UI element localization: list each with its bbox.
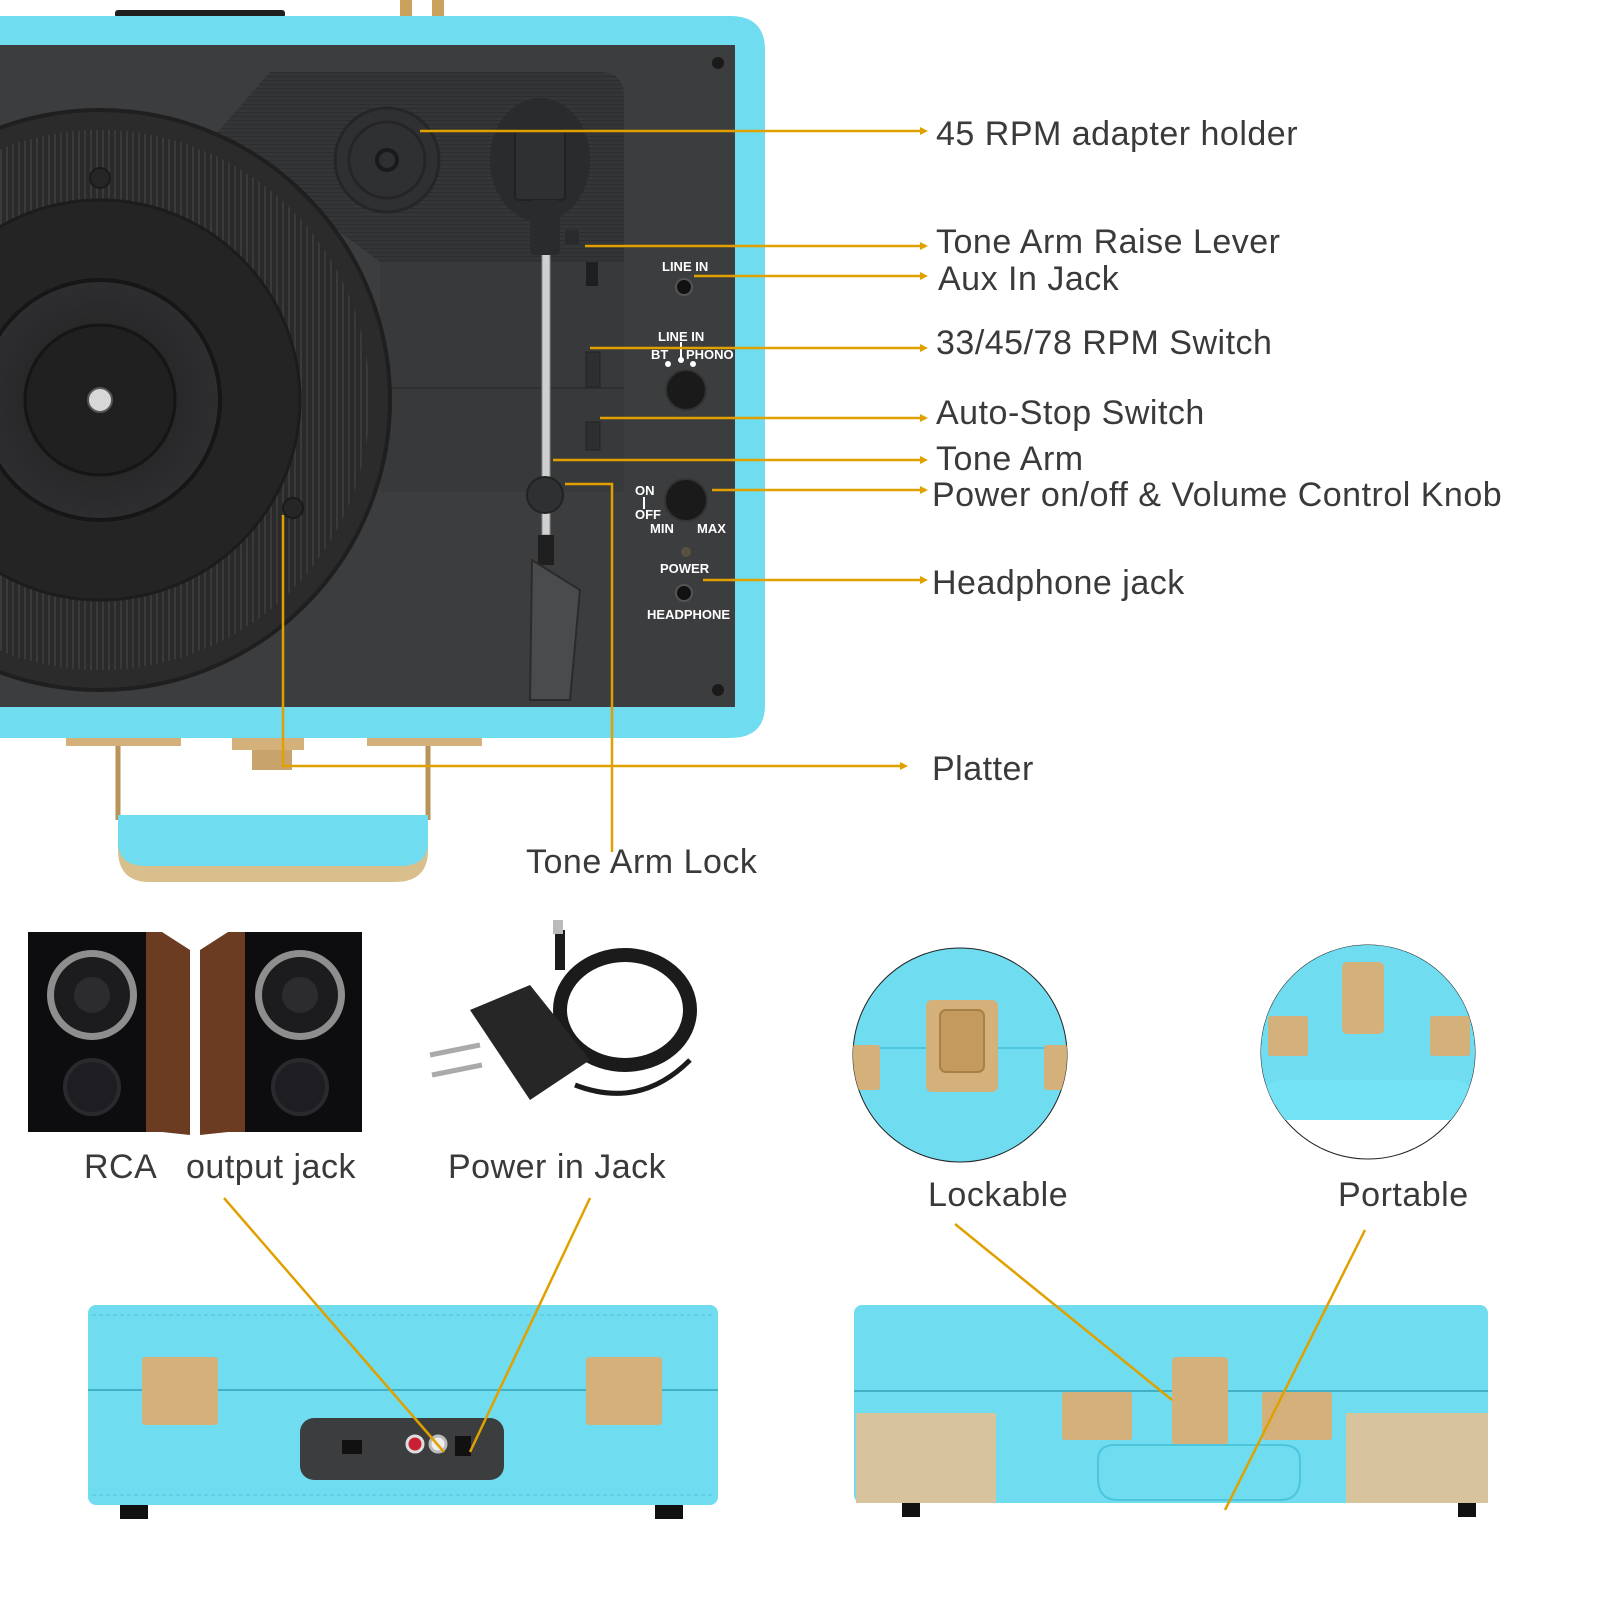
panel-label-selector-title: LINE IN bbox=[658, 329, 705, 344]
panel-label-off: OFF bbox=[635, 507, 661, 522]
deck-screw-bottom bbox=[712, 684, 724, 696]
latch bbox=[232, 738, 304, 750]
selector-dot-bt bbox=[665, 361, 671, 367]
deck-screw-top bbox=[712, 57, 724, 69]
callout-tone-arm: Tone Arm bbox=[936, 440, 1084, 478]
label-portable: Portable bbox=[1338, 1176, 1469, 1214]
label-output-jack: output jack bbox=[186, 1148, 356, 1186]
tonearm-counterweight bbox=[514, 129, 566, 201]
rca-red bbox=[405, 1434, 425, 1454]
leader-lockable bbox=[954, 1223, 1173, 1401]
hinge-right bbox=[586, 1357, 662, 1425]
handle-mount-left bbox=[1062, 1392, 1132, 1440]
case-back-view bbox=[88, 1305, 718, 1519]
tonearm-raise-lever bbox=[565, 230, 579, 244]
callout-arm-lock: Tone Arm Lock bbox=[526, 843, 758, 881]
panel-label-min: MIN bbox=[650, 521, 674, 536]
panel-label-bt: BT bbox=[651, 347, 669, 362]
power-adapter bbox=[429, 920, 697, 1100]
spindle bbox=[87, 387, 113, 413]
turntable-top-view bbox=[0, 0, 765, 882]
callout-aux-in: Aux In Jack bbox=[938, 260, 1120, 298]
power-led bbox=[681, 547, 691, 557]
selector-dot-phono bbox=[690, 361, 696, 367]
panel-label-line-in: LINE IN bbox=[662, 259, 709, 274]
panel-label-on: ON bbox=[635, 483, 655, 498]
front-handle bbox=[1097, 1444, 1301, 1501]
rpm-switch bbox=[586, 262, 598, 286]
deck-divider bbox=[380, 262, 624, 492]
handle-mount-right bbox=[1262, 1392, 1332, 1440]
speaker-left bbox=[28, 932, 190, 1135]
callout-auto-stop: Auto-Stop Switch bbox=[936, 394, 1205, 432]
adapter-holder-hole bbox=[375, 148, 399, 172]
panel-label-headphone: HEADPHONE bbox=[647, 607, 731, 622]
selector-knob bbox=[665, 369, 707, 411]
callout-platter: Platter bbox=[932, 750, 1034, 788]
speaker-grille-left bbox=[856, 1413, 996, 1503]
panel-label-power: POWER bbox=[660, 561, 710, 576]
label-power-in-jack: Power in Jack bbox=[448, 1148, 667, 1186]
case-front-view bbox=[854, 1305, 1488, 1517]
autostop-switch bbox=[585, 351, 601, 388]
adapter-holder bbox=[333, 106, 441, 214]
rca-white bbox=[428, 1434, 448, 1454]
callout-rpm-switch: 33/45/78 RPM Switch bbox=[936, 324, 1273, 362]
handle-bracket-left bbox=[66, 738, 181, 746]
panel-label-max: MAX bbox=[697, 521, 726, 536]
leader-portable bbox=[1223, 1229, 1367, 1511]
lockable-zoom bbox=[852, 947, 1068, 1163]
label-rca: RCA bbox=[84, 1148, 158, 1186]
handle-bracket-right bbox=[367, 738, 482, 746]
front-latch bbox=[1172, 1357, 1228, 1445]
callout-power-volume: Power on/off & Volume Control Knob bbox=[932, 476, 1503, 514]
panel-label-phono: PHONO bbox=[686, 347, 734, 362]
portable-zoom bbox=[1260, 944, 1476, 1160]
tonearm-rest bbox=[526, 476, 564, 514]
callout-headphone: Headphone jack bbox=[932, 564, 1185, 602]
headphone-jack bbox=[675, 584, 693, 602]
leader-rca bbox=[223, 1197, 445, 1453]
dc-jack bbox=[455, 1436, 471, 1456]
leader-power-in bbox=[468, 1197, 592, 1453]
rear-io-panel bbox=[300, 1418, 504, 1480]
callout-adapter-holder: 45 RPM adapter holder bbox=[936, 115, 1299, 153]
platter-pin-top bbox=[89, 167, 111, 189]
speaker-right bbox=[200, 932, 362, 1135]
selector-dot-line bbox=[678, 357, 684, 363]
platter-pin-bottom bbox=[282, 497, 304, 519]
top-hinge-2 bbox=[432, 0, 444, 16]
line-in-jack bbox=[675, 278, 693, 296]
tonearm-neck bbox=[538, 535, 554, 565]
volume-knob bbox=[664, 478, 708, 522]
top-hinge-1 bbox=[400, 0, 412, 16]
label-lockable: Lockable bbox=[928, 1176, 1069, 1214]
hinge-left bbox=[142, 1357, 218, 1425]
callout-raise-lever: Tone Arm Raise Lever bbox=[936, 223, 1281, 261]
speaker-grille-right bbox=[1346, 1413, 1488, 1503]
